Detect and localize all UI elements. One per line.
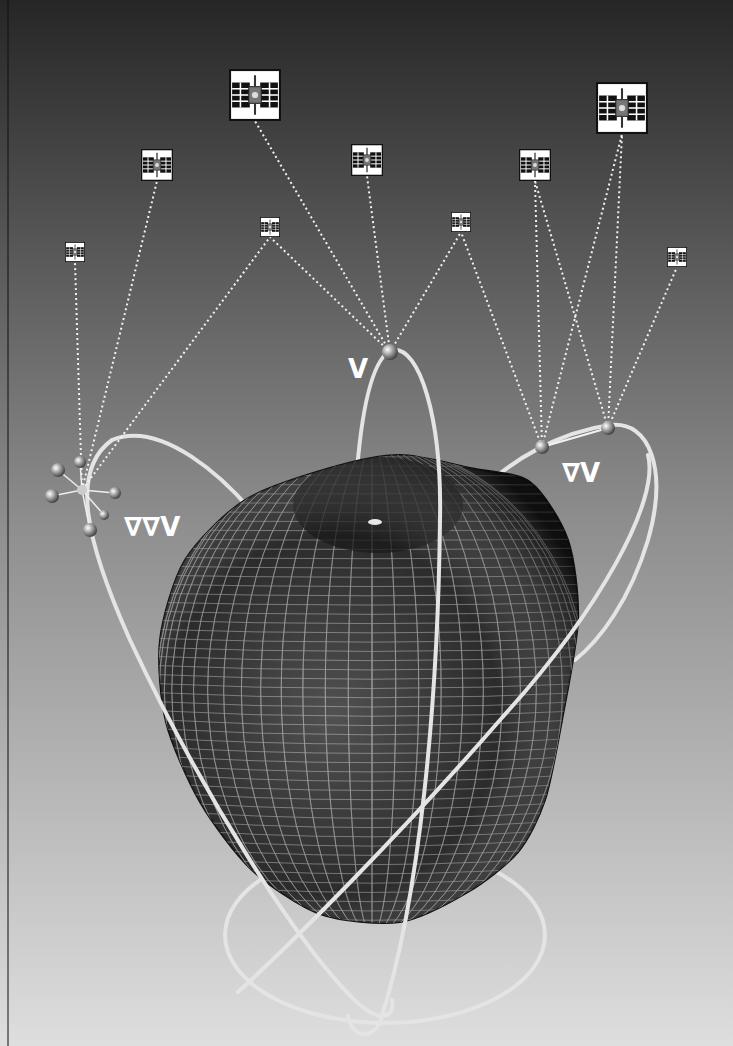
- gradiometer-cluster: [45, 456, 121, 537]
- field-label: V: [348, 356, 368, 382]
- orbit-goce-front: [87, 440, 392, 1016]
- geoid-mesh: [140, 438, 600, 948]
- intersatellite-link: [542, 428, 608, 447]
- frame-line: [8, 0, 9, 1046]
- tracking-lines: [75, 121, 677, 490]
- orbits-back: [112, 350, 656, 1023]
- leo-satellites: [382, 344, 615, 454]
- orbits-front: [87, 350, 649, 1034]
- gps-satellites: [65, 70, 686, 267]
- field-label: ∇∇V: [124, 514, 180, 540]
- field-label: ∇V: [562, 460, 600, 486]
- orbit-grace-front: [238, 455, 650, 992]
- orbit-champ-front: [348, 350, 440, 1034]
